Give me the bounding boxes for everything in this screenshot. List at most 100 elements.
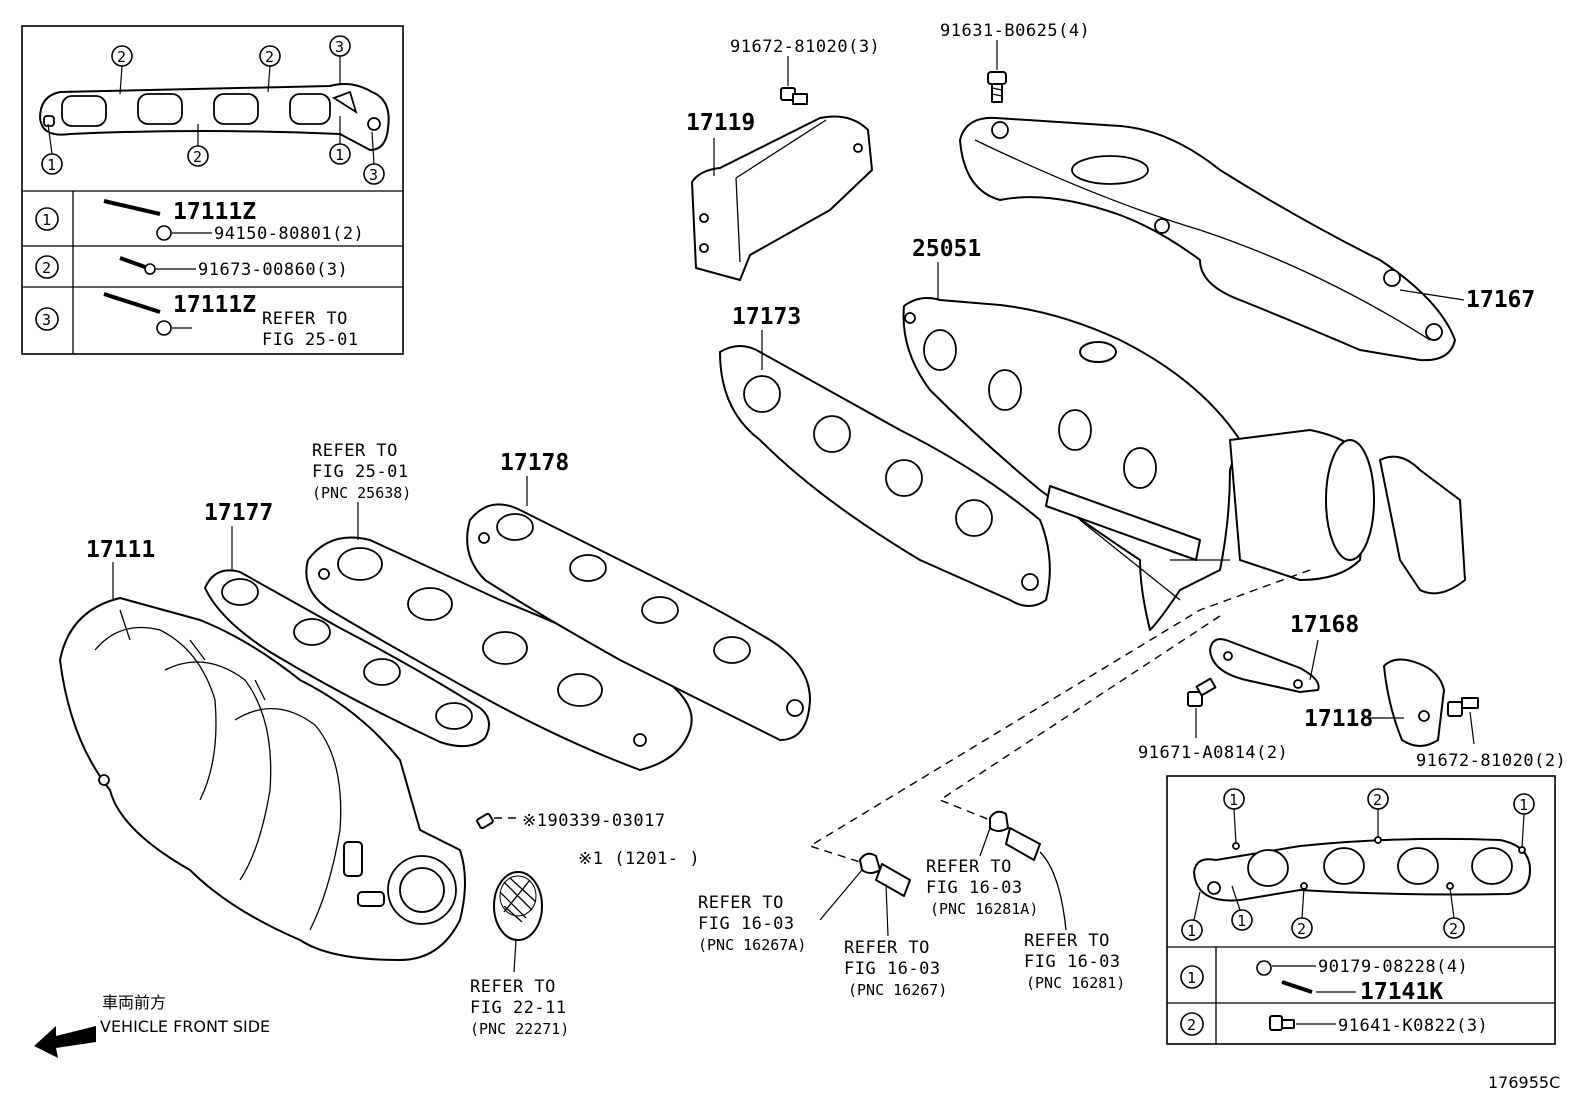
- svg-text:91671-A0814(2): 91671-A0814(2): [1138, 743, 1288, 763]
- inset-exhaust-gasket-legend: 1 2 1 1 1 2 2 1 90179-08228(4) 17141K 2 …: [1166, 775, 1556, 1045]
- svg-text:2: 2: [265, 48, 274, 66]
- svg-text:FIG 16-03: FIG 16-03: [1024, 952, 1121, 972]
- part-intake-manifold: [59, 597, 466, 961]
- callout-17168: 17168: [1290, 612, 1359, 638]
- inset-marker-1a: 1: [41, 123, 63, 175]
- ref-fig-16-03-16281: REFER TO FIG 16-03 (PNC 16281): [1024, 931, 1125, 992]
- inset-intake-gasket-legend: 2 2 2 3 3 1 1 1 17111Z 94150-80801(2) 2 …: [21, 25, 404, 355]
- ref-fig-25-01-insulator: REFER TO FIG 25-01 (PNC 25638): [312, 441, 411, 540]
- svg-text:REFER TO: REFER TO: [262, 309, 348, 329]
- inset-marker-2b: 2: [259, 45, 281, 93]
- svg-text:FIG 25-01: FIG 25-01: [262, 330, 359, 350]
- svg-text:2: 2: [1187, 1016, 1196, 1034]
- bolt-91672-top: 91672-81020(3): [730, 37, 880, 105]
- part-mesh-filter: [493, 871, 543, 973]
- vehicle-front-indicator: 車両前方 VEHICLE FRONT SIDE: [34, 993, 270, 1058]
- note-serial-1: ※1 (1201- ): [578, 849, 700, 869]
- br-marker-1d: 1: [1231, 885, 1253, 931]
- svg-text:17141K: 17141K: [1360, 979, 1443, 1005]
- svg-text:1: 1: [1187, 922, 1196, 940]
- hose-assembly: [808, 569, 1311, 937]
- br-marker-2a: 2: [1367, 788, 1389, 838]
- inset-row2-bolt-pn: 91673-00860(3): [198, 260, 348, 280]
- ref-fig-16-03-16281a: REFER TO FIG 16-03 (PNC 16281A): [926, 857, 1038, 918]
- svg-text:FIG 16-03: FIG 16-03: [926, 878, 1023, 898]
- svg-text:FIG 25-01: FIG 25-01: [312, 462, 409, 482]
- inset-marker-1b: 1: [329, 116, 351, 165]
- svg-text:FIG 16-03: FIG 16-03: [844, 959, 941, 979]
- br-marker-2c: 2: [1443, 887, 1465, 939]
- svg-text:1: 1: [335, 146, 344, 164]
- svg-text:1: 1: [47, 156, 56, 174]
- svg-text:REFER TO: REFER TO: [470, 977, 556, 997]
- callout-17118: 17118: [1304, 706, 1373, 732]
- br-marker-1c: 1: [1181, 891, 1203, 941]
- part-intake-insulator: [305, 536, 693, 771]
- svg-text:※190339-03017: ※190339-03017: [522, 811, 666, 831]
- svg-text:91672-81020(3): 91672-81020(3): [730, 37, 880, 57]
- inset-marker-2a: 2: [111, 45, 133, 95]
- inset-row-3: 3 17111Z REFER TO FIG 25-01: [35, 292, 359, 350]
- callout-17111: 17111: [86, 537, 155, 563]
- svg-text:FIG 22-11: FIG 22-11: [470, 998, 567, 1018]
- svg-text:1: 1: [1237, 912, 1246, 930]
- svg-text:2: 2: [42, 259, 51, 277]
- svg-text:2: 2: [1373, 791, 1382, 809]
- inset-br-gasket-shape: [1193, 836, 1531, 902]
- svg-text:2: 2: [117, 48, 126, 66]
- svg-text:1: 1: [42, 211, 51, 229]
- svg-text:91641-K0822(3): 91641-K0822(3): [1338, 1016, 1488, 1036]
- part-gasket-17178: [466, 503, 811, 741]
- svg-text:VEHICLE FRONT SIDE: VEHICLE FRONT SIDE: [100, 1017, 270, 1036]
- br-row-2: 2 91641-K0822(3): [1180, 1012, 1488, 1036]
- part-gasket-17177: [204, 569, 490, 748]
- bolt-91672-bottom: 91672-81020(2): [1416, 697, 1566, 771]
- svg-text:2: 2: [193, 148, 202, 166]
- ref-fig-16-03-16267: REFER TO FIG 16-03 (PNC 16267): [844, 938, 947, 999]
- inset-row1-nut-pn: 94150-80801(2): [214, 224, 364, 244]
- svg-text:1: 1: [1229, 791, 1238, 809]
- callout-17167: 17167: [1466, 287, 1535, 313]
- inset-row1-bolt-pn: 17111Z: [173, 199, 256, 225]
- svg-text:(PNC 16281A): (PNC 16281A): [930, 900, 1038, 918]
- svg-text:3: 3: [42, 311, 51, 329]
- part-bracket-17168: [1209, 638, 1320, 693]
- callout-17119: 17119: [686, 110, 755, 136]
- svg-text:3: 3: [335, 38, 344, 56]
- inset-row3-bolt-pn: 17111Z: [173, 292, 256, 318]
- svg-text:91631-B0625(4): 91631-B0625(4): [940, 21, 1090, 41]
- inset-row-2: 2 91673-00860(3): [35, 255, 348, 280]
- ref-fig-22-11: REFER TO FIG 22-11 (PNC 22271): [470, 977, 569, 1038]
- diagram-id: 176955C: [1488, 1073, 1560, 1092]
- part-gasket-17173: [719, 345, 1051, 607]
- svg-text:2: 2: [1449, 920, 1458, 938]
- bolt-91671: 91671-A0814(2): [1138, 677, 1288, 763]
- inset-frame-br: [1166, 775, 1556, 1045]
- part-bracket-17118: [1383, 658, 1445, 747]
- bolt-91631: 91631-B0625(4): [940, 21, 1090, 103]
- br-marker-2b: 2: [1291, 887, 1313, 939]
- part-heat-insulator-17119: [691, 115, 873, 281]
- arrow-left-icon: [34, 1026, 96, 1058]
- inset-marker-2c: 2: [187, 124, 209, 167]
- inset-row-1: 1 17111Z 94150-80801(2): [35, 199, 364, 244]
- svg-text:(PNC 25638): (PNC 25638): [312, 484, 411, 502]
- svg-text:1: 1: [1187, 969, 1196, 987]
- svg-text:1: 1: [1519, 796, 1528, 814]
- svg-text:REFER TO: REFER TO: [926, 857, 1012, 877]
- svg-text:REFER TO: REFER TO: [698, 893, 784, 913]
- svg-text:(PNC 22271): (PNC 22271): [470, 1020, 569, 1038]
- svg-text:2: 2: [1297, 920, 1306, 938]
- part-plug-90339: ※190339-03017: [476, 811, 665, 831]
- br-marker-1b: 1: [1513, 793, 1535, 849]
- part-exhaust-manifold: [902, 297, 1466, 631]
- callout-25051: 25051: [912, 236, 981, 262]
- ref-fig-16-03-16267a: REFER TO FIG 16-03 (PNC 16267A): [698, 893, 806, 954]
- inset-marker-3b: 3: [363, 131, 385, 185]
- svg-text:3: 3: [369, 166, 378, 184]
- br-marker-1a: 1: [1223, 788, 1245, 845]
- svg-text:REFER TO: REFER TO: [844, 938, 930, 958]
- svg-text:REFER TO: REFER TO: [312, 441, 398, 461]
